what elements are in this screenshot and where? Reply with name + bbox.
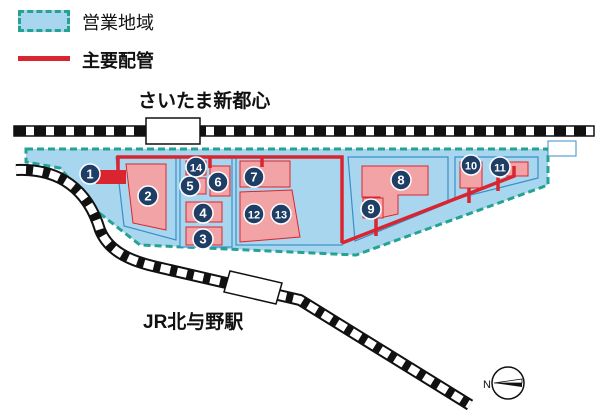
building-marker-circle bbox=[79, 163, 101, 185]
building-marker-circle bbox=[207, 171, 229, 193]
building-marker-circle bbox=[185, 156, 207, 178]
building-marker-circle bbox=[243, 203, 265, 225]
building-marker-7: 7 bbox=[243, 166, 265, 188]
building-marker-number: 6 bbox=[214, 175, 221, 190]
building-marker-number: 12 bbox=[248, 210, 260, 222]
building-marker-1: 1 bbox=[79, 163, 101, 185]
service-area-extension bbox=[547, 140, 577, 157]
building-marker-number: 14 bbox=[190, 163, 203, 175]
building-marker-8: 8 bbox=[390, 169, 412, 191]
building-marker-number: 13 bbox=[275, 210, 287, 222]
building-marker-circle bbox=[489, 156, 511, 178]
building-marker-number: 11 bbox=[494, 163, 506, 175]
building-marker-circle bbox=[179, 175, 201, 197]
building-marker-4: 4 bbox=[192, 202, 214, 224]
station-label-saitama-shintoshin: さいたま新都心 bbox=[138, 91, 271, 112]
top-railway bbox=[13, 125, 595, 137]
compass-north-label: N bbox=[483, 379, 491, 391]
building-1-connector bbox=[96, 170, 126, 184]
building-marker-13: 13 bbox=[270, 203, 292, 225]
building-marker-circle bbox=[192, 228, 214, 250]
building-marker-circle bbox=[192, 202, 214, 224]
legend-area-swatch bbox=[18, 10, 70, 32]
building-marker-number: 5 bbox=[186, 179, 193, 194]
building-marker-circle bbox=[137, 185, 159, 207]
building-marker-circle bbox=[390, 169, 412, 191]
kitayono-station-building bbox=[223, 270, 283, 305]
legend-pipe-label: 主要配管 bbox=[82, 51, 154, 71]
building-shape-12-13 bbox=[239, 189, 301, 243]
legend-pipe-swatch bbox=[18, 56, 70, 61]
building-marker-number: 4 bbox=[199, 206, 207, 221]
building-marker-number: 2 bbox=[144, 189, 151, 204]
building-marker-3: 3 bbox=[192, 228, 214, 250]
building-marker-12: 12 bbox=[243, 203, 265, 225]
building-marker-11: 11 bbox=[489, 156, 511, 178]
building-marker-2: 2 bbox=[137, 185, 159, 207]
saitama-shintoshin-station-building bbox=[145, 117, 201, 145]
building-marker-number: 10 bbox=[465, 161, 477, 173]
building-marker-5: 5 bbox=[179, 175, 201, 197]
building-marker-number: 8 bbox=[397, 173, 404, 188]
building-marker-number: 7 bbox=[250, 170, 257, 185]
building-marker-14: 14 bbox=[185, 156, 207, 178]
jr-railway bbox=[15, 163, 474, 411]
building-marker-circle bbox=[460, 154, 482, 176]
station-label-jr-kitayono: JR北与野駅 bbox=[143, 312, 244, 333]
main-pipes bbox=[116, 155, 516, 245]
legend-area-label: 営業地域 bbox=[82, 13, 154, 33]
building-marker-circle bbox=[270, 203, 292, 225]
building-marker-number: 1 bbox=[86, 167, 93, 182]
north-arrow-icon: N bbox=[483, 366, 525, 400]
building-marker-6: 6 bbox=[207, 171, 229, 193]
building-marker-number: 9 bbox=[367, 202, 374, 217]
building-marker-circle bbox=[243, 166, 265, 188]
building-marker-circle bbox=[360, 198, 382, 220]
building-marker-10: 10 bbox=[460, 154, 482, 176]
building-marker-number: 3 bbox=[199, 232, 206, 247]
building-marker-9: 9 bbox=[360, 198, 382, 220]
